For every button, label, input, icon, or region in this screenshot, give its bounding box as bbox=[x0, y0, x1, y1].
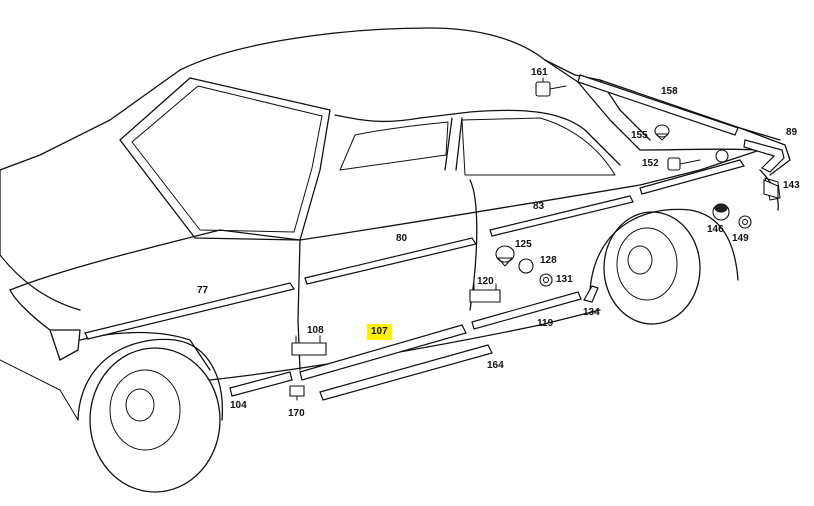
callout-89: 89 bbox=[786, 127, 798, 138]
callout-149: 149 bbox=[732, 233, 749, 244]
part-161-screw bbox=[535, 77, 567, 97]
callout-77: 77 bbox=[197, 285, 209, 296]
trim-rear-quarter bbox=[639, 159, 745, 195]
fasteners bbox=[289, 77, 779, 401]
callout-128: 128 bbox=[540, 255, 557, 266]
part-125-clip bbox=[495, 245, 515, 267]
callout-80: 80 bbox=[396, 233, 408, 244]
callout-158: 158 bbox=[661, 86, 678, 97]
callout-125: 125 bbox=[515, 239, 532, 250]
part-146-clip bbox=[712, 203, 730, 221]
callout-143: 143 bbox=[783, 180, 800, 191]
trim-83 bbox=[489, 195, 634, 237]
callout-134: 134 bbox=[583, 307, 600, 318]
part-143-bracket bbox=[763, 179, 779, 199]
callout-152: 152 bbox=[642, 158, 659, 169]
trim-119 bbox=[471, 291, 582, 330]
trim-164 bbox=[319, 344, 493, 401]
callout-120: 120 bbox=[477, 276, 494, 287]
part-155-plug bbox=[654, 124, 670, 141]
trim-104 bbox=[229, 371, 293, 397]
trim-158 bbox=[577, 74, 739, 136]
part-131-grommet bbox=[539, 273, 553, 287]
part-149-grommet bbox=[738, 215, 752, 229]
callout-164: 164 bbox=[487, 360, 504, 371]
callout-83: 83 bbox=[533, 201, 545, 212]
part-128-cap bbox=[518, 258, 534, 274]
part-152-screw bbox=[667, 149, 729, 171]
callout-119: 119 bbox=[537, 318, 554, 329]
part-120-clip bbox=[469, 283, 501, 303]
callout-170: 170 bbox=[288, 408, 305, 419]
callout-108: 108 bbox=[307, 325, 324, 336]
callout-146: 146 bbox=[707, 224, 724, 235]
callout-161: 161 bbox=[531, 67, 548, 78]
trim-89 bbox=[743, 139, 785, 173]
trim-strips bbox=[84, 74, 785, 401]
callout-131: 131 bbox=[556, 274, 573, 285]
callout-155: 155 bbox=[631, 130, 648, 141]
callout-104: 104 bbox=[230, 400, 247, 411]
trim-77 bbox=[84, 282, 295, 340]
trim-107 bbox=[299, 324, 467, 381]
trim-80 bbox=[304, 237, 477, 285]
part-170-clip bbox=[289, 385, 305, 401]
callout-107-highlighted: 107 bbox=[367, 324, 392, 340]
trim-134 bbox=[583, 285, 599, 303]
part-108-clip bbox=[291, 335, 327, 356]
